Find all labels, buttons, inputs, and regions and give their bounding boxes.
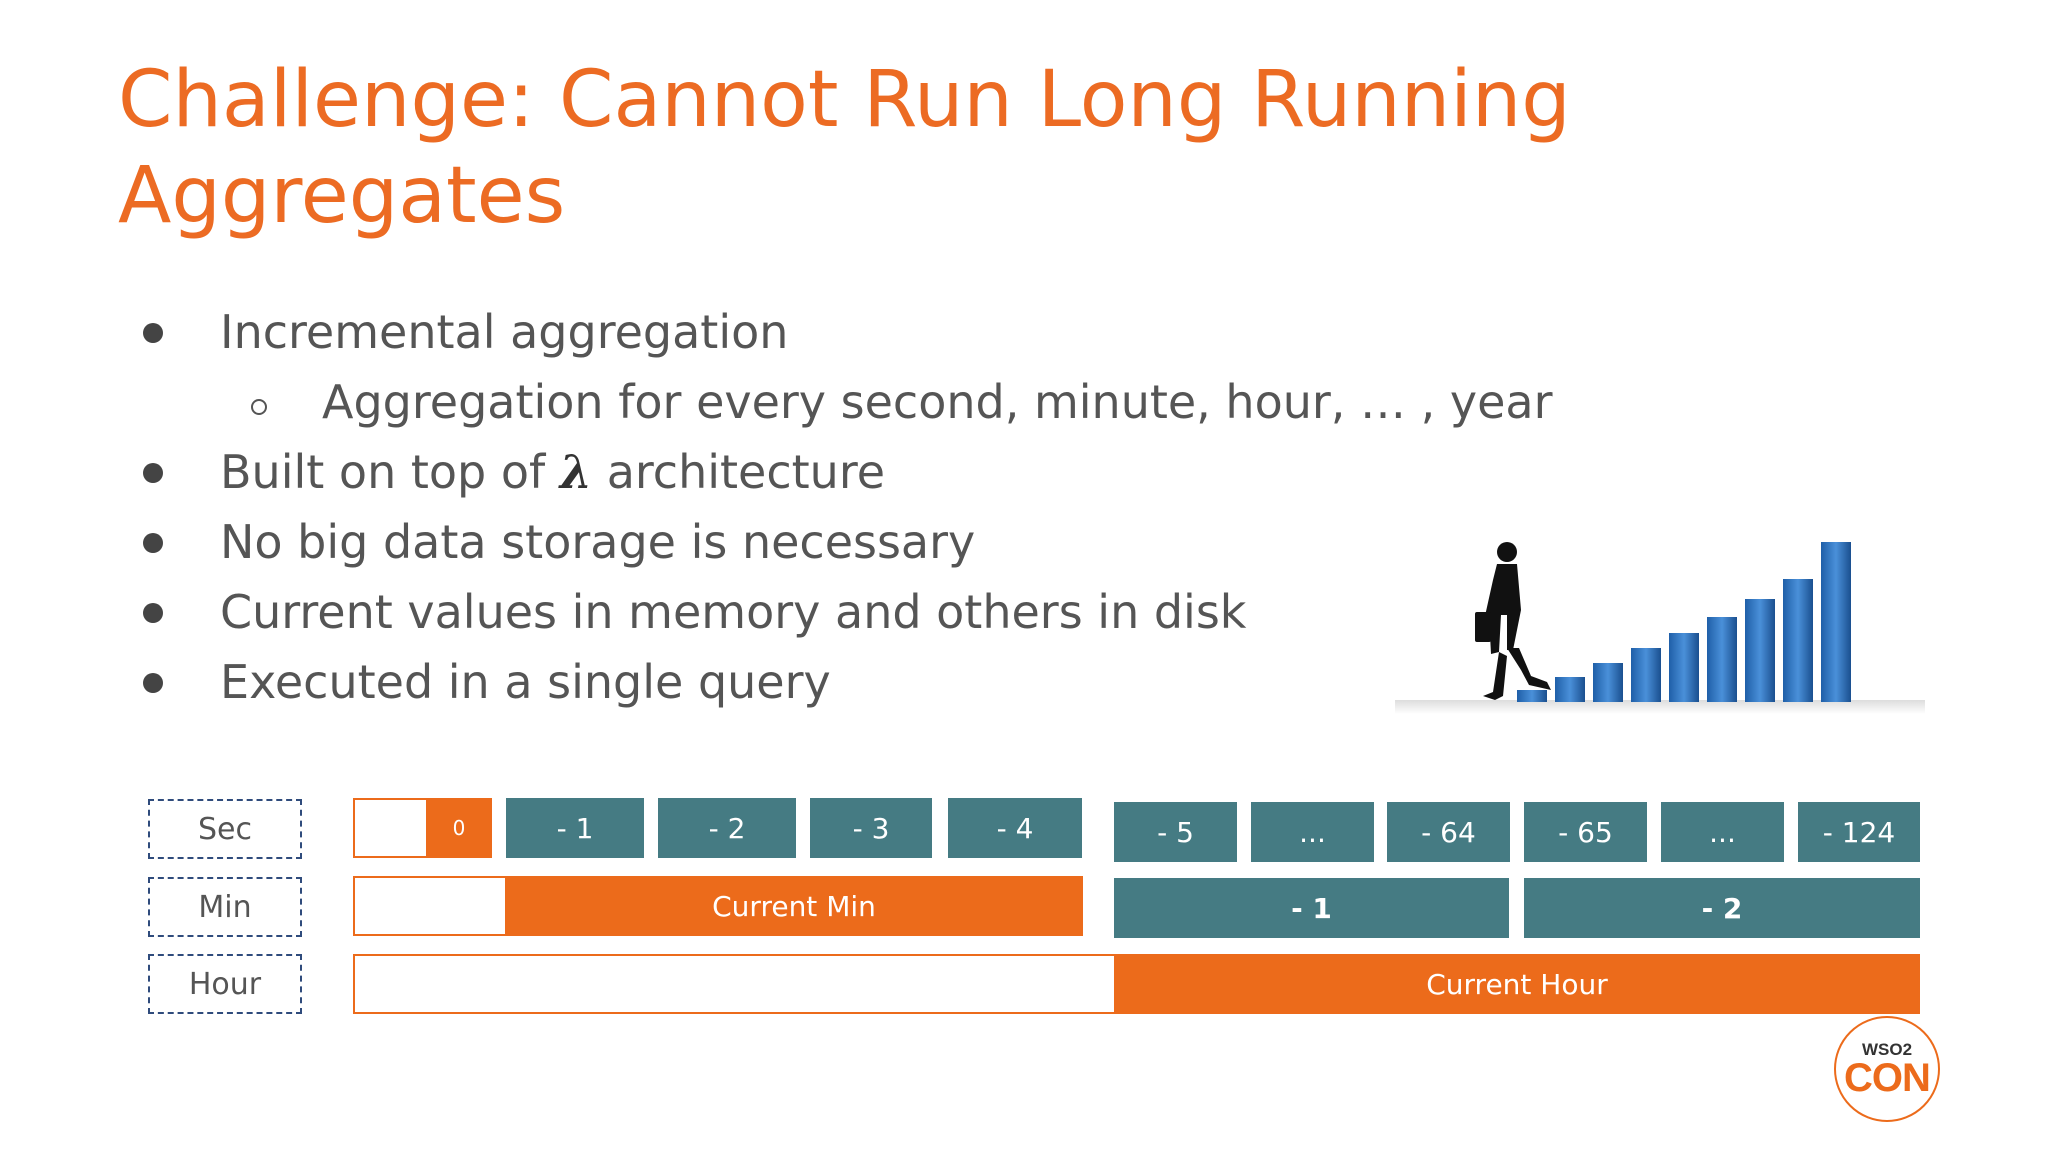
bullet-dot-icon	[143, 323, 163, 343]
man-climbing-steps-illustration	[1395, 542, 1925, 714]
sec-cell: ...	[1661, 802, 1784, 862]
sec-cell-empty	[353, 798, 428, 858]
bullet-dot-icon	[143, 673, 163, 693]
sec-cell-current: 0	[426, 798, 492, 858]
bullet-text-after: architecture	[592, 445, 886, 499]
min-cell: - 1	[1114, 878, 1509, 938]
bullet-text-before: Built on top of	[220, 445, 560, 499]
sec-cell: - 5	[1114, 802, 1237, 862]
sub-bullet-text: Aggregation for every second, minute, ho…	[322, 375, 1553, 429]
sec-cell: - 1	[506, 798, 644, 858]
row-label-sec: Sec	[148, 799, 302, 859]
min-cell: - 2	[1524, 878, 1920, 938]
sub-bullet-circle-icon	[251, 399, 267, 415]
wso2con-logo: WSO2 CON	[1834, 1016, 1940, 1122]
logo-main-text: CON	[1844, 1056, 1931, 1100]
row-label-hour: Hour	[148, 954, 302, 1014]
bullet-dot-icon	[143, 533, 163, 553]
lambda-symbol: λ	[559, 445, 593, 499]
sec-cell: - 124	[1798, 802, 1920, 862]
sec-cell: - 4	[948, 798, 1082, 858]
hour-cell-empty	[353, 954, 1116, 1014]
slide-title: Challenge: Cannot Run Long Running Aggre…	[118, 55, 1571, 241]
sec-cell: - 64	[1387, 802, 1510, 862]
sec-cell: - 65	[1524, 802, 1647, 862]
hour-cell-current: Current Hour	[1114, 954, 1920, 1014]
bullet-text: Incremental aggregation	[220, 305, 789, 359]
row-label-min: Min	[148, 877, 302, 937]
bullet-dot-icon	[143, 463, 163, 483]
bullet-text: Executed in a single query	[220, 655, 831, 709]
bullet-text: Current values in memory and others in d…	[220, 585, 1247, 639]
min-cell-current: Current Min	[505, 876, 1083, 936]
sec-cell: - 3	[810, 798, 932, 858]
bullet-text: No big data storage is necessary	[220, 515, 976, 569]
min-cell-empty	[353, 876, 507, 936]
sec-cell: ...	[1251, 802, 1374, 862]
sec-cell: - 2	[658, 798, 796, 858]
bullet-dot-icon	[143, 603, 163, 623]
logo-top-text: WSO2	[1861, 1040, 1913, 1059]
bullet-text: Built on top of λ architecture	[220, 437, 885, 507]
